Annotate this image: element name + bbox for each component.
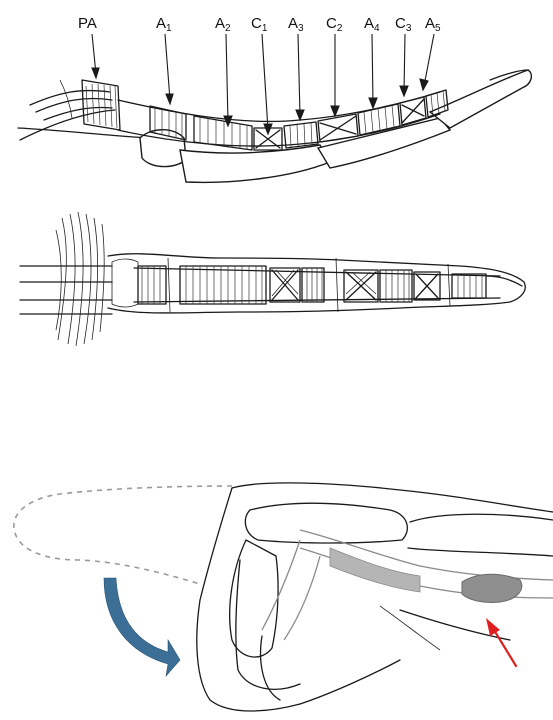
tendon-nodule — [462, 574, 522, 602]
arrow-icon — [486, 618, 516, 666]
a3-pulley-palmar — [302, 268, 324, 302]
flexed-finger-view — [14, 483, 553, 711]
a4-pulley-palmar — [380, 270, 412, 302]
label-c3: C3 — [395, 15, 412, 34]
pulley-labels: PA A1 A2 C1 A3 C2 A4 C3 A5 — [78, 15, 441, 34]
lateral-view: PA A1 A2 C1 A3 C2 A4 C3 A5 — [18, 15, 531, 182]
c2-pulley-palmar — [344, 270, 378, 302]
label-a5: A5 — [425, 15, 441, 34]
label-a4: A4 — [364, 15, 380, 34]
c3-pulley-palmar — [414, 272, 440, 300]
label-a1: A1 — [156, 15, 172, 34]
finger-outline-palmar — [108, 254, 525, 313]
a1-pulley-palmar — [138, 266, 166, 304]
a5-pulley-palmar — [452, 274, 486, 298]
curved-arrow-icon — [104, 578, 180, 676]
palmar-view — [20, 212, 525, 346]
c1-pulley-palmar — [270, 268, 300, 302]
label-pa: PA — [78, 15, 97, 32]
palmar-aponeurosis-fibres — [56, 212, 104, 346]
a2-pulley-palmar — [180, 266, 266, 304]
palmar-aponeurosis-band — [82, 80, 120, 130]
c3-pulley-lateral — [400, 97, 426, 125]
label-pointer-arrows — [92, 34, 434, 134]
label-a2: A2 — [215, 15, 231, 34]
label-a3: A3 — [288, 15, 304, 34]
extended-finger-dashed-outline — [14, 486, 232, 584]
flexor-sheath-palmar — [134, 266, 522, 304]
label-c1: C1 — [251, 15, 268, 34]
label-c2: C2 — [326, 15, 343, 34]
